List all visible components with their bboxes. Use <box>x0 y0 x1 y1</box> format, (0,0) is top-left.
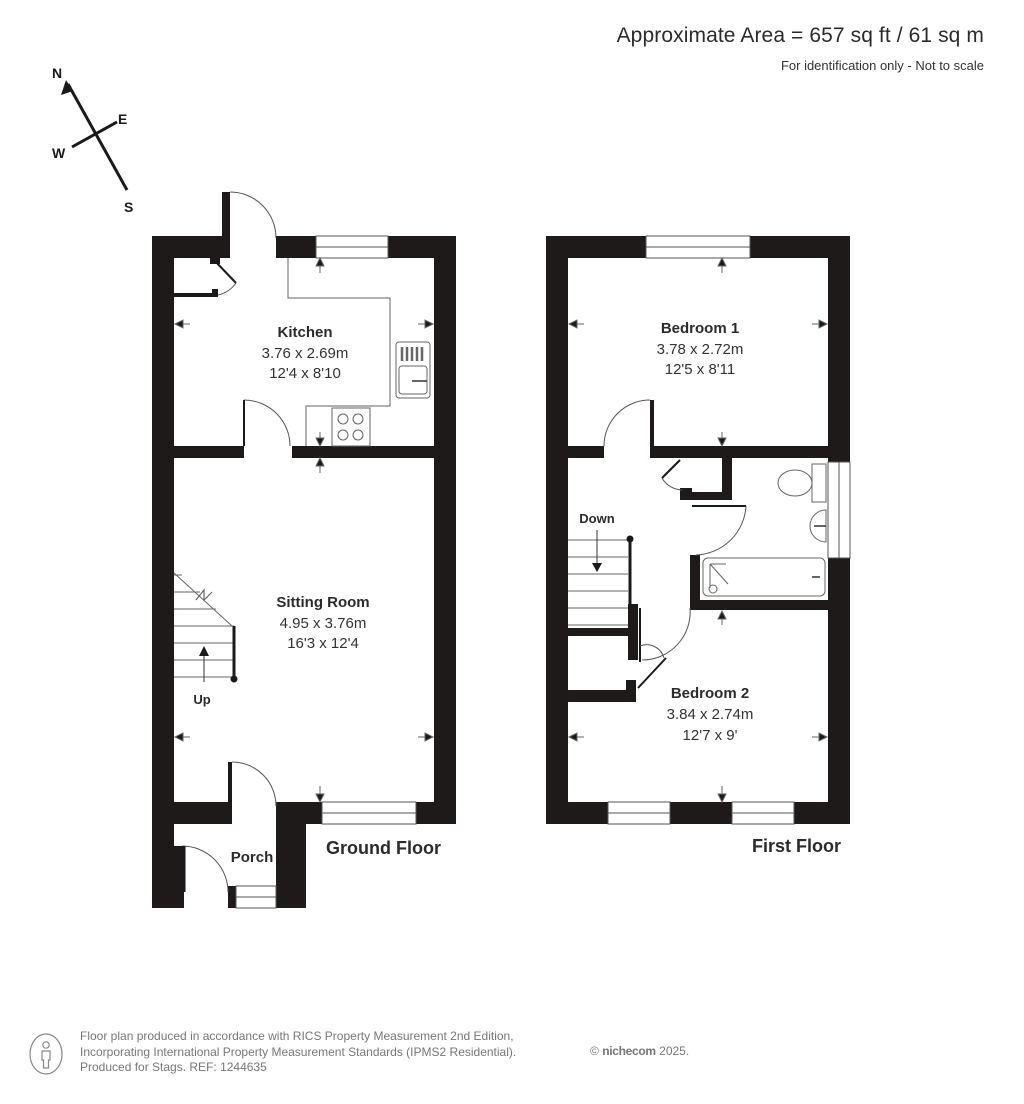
first-stairs <box>568 530 634 626</box>
bath-icon <box>702 557 826 597</box>
sink-icon <box>395 341 431 399</box>
footer-notes: Floor plan produced in accordance with R… <box>80 1029 516 1076</box>
compass-north: N <box>52 65 62 81</box>
stairs-down-label: Down <box>579 511 614 526</box>
approximate-area: Approximate Area = 657 sq ft / 61 sq m <box>616 24 984 47</box>
ground-stairs <box>173 572 238 683</box>
porch-name: Porch <box>231 849 274 866</box>
first-floor-doors <box>603 399 747 689</box>
footer-line-2: Incorporating International Property Mea… <box>80 1044 517 1059</box>
basin-icon <box>809 509 827 543</box>
bedroom1-name: Bedroom 1 <box>661 320 739 337</box>
bedroom2-name: Bedroom 2 <box>671 685 749 702</box>
bedroom2-imperial: 12'7 x 9' <box>683 727 738 744</box>
ground-floor-plan <box>152 192 456 908</box>
disclaimer: For identification only - Not to scale <box>780 58 984 73</box>
footer-line-3: Produced for Stags. REF: 1244635 <box>80 1060 267 1074</box>
compass-icon: N E W S <box>52 65 133 215</box>
copyright: © nichecom 2025. <box>590 1044 689 1058</box>
copyright-symbol: © <box>590 1044 599 1058</box>
compass-east: E <box>118 111 127 127</box>
sitting-room-metric: 4.95 x 3.76m <box>280 615 367 632</box>
ground-measure-arrows <box>173 256 435 804</box>
first-floor-windows <box>607 235 851 825</box>
kitchen-name: Kitchen <box>277 324 332 341</box>
first-floor-plan <box>546 236 850 824</box>
person-icon <box>29 1033 63 1075</box>
ground-floor-windows <box>235 235 417 909</box>
hob-icon <box>331 407 371 447</box>
kitchen-imperial: 12'4 x 8'10 <box>269 365 341 382</box>
copyright-year: 2025. <box>659 1044 690 1058</box>
sitting-room-name: Sitting Room <box>276 594 369 611</box>
brand-logo: nichecom <box>602 1044 656 1058</box>
sitting-room-imperial: 16'3 x 12'4 <box>287 635 359 652</box>
footer-line-1: Floor plan produced in accordance with R… <box>80 1029 514 1043</box>
kitchen-fittings <box>287 258 431 447</box>
kitchen-metric: 3.76 x 2.69m <box>262 345 349 362</box>
compass-west: W <box>52 145 66 161</box>
bedroom2-metric: 3.84 x 2.74m <box>667 706 754 723</box>
bedroom1-imperial: 12'5 x 8'11 <box>665 361 736 378</box>
first-floor-label: First Floor <box>752 836 841 856</box>
toilet-icon <box>777 463 827 503</box>
stairs-up-label: Up <box>193 692 210 707</box>
ground-floor-label: Ground Floor <box>326 838 441 858</box>
bathroom-fittings <box>702 463 827 597</box>
first-measure-arrows <box>567 256 829 804</box>
bedroom1-metric: 3.78 x 2.72m <box>657 341 744 358</box>
ground-floor-doors <box>181 191 291 893</box>
compass-south: S <box>124 199 133 215</box>
